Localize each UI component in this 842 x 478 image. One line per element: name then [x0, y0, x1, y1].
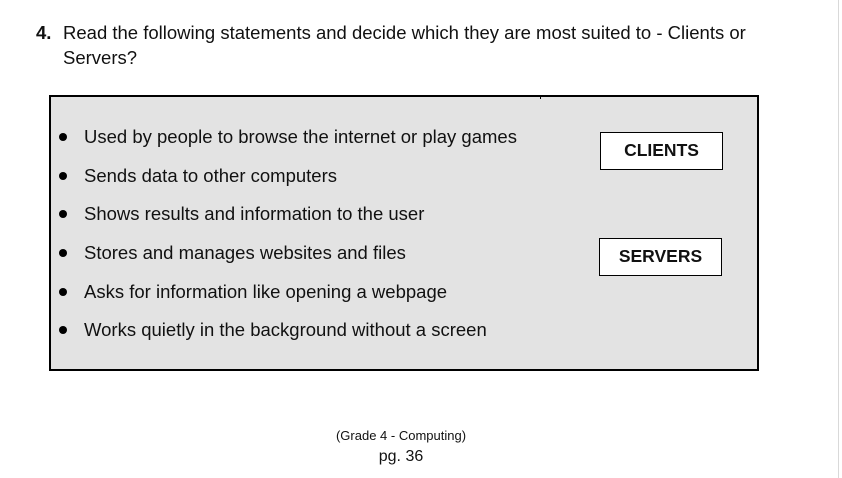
box-edge-tick — [540, 95, 541, 99]
statement-text: Works quietly in the background without … — [84, 319, 487, 340]
statement-text: Shows results and information to the use… — [84, 203, 425, 224]
page-edge-line — [838, 0, 839, 478]
question-number: 4. — [36, 22, 52, 43]
question-text: Read the following statements and decide… — [63, 22, 746, 68]
statements-box: Used by people to browse the internet or… — [49, 95, 759, 371]
bullet-icon — [59, 288, 67, 296]
statement-item: Works quietly in the background without … — [51, 317, 571, 343]
bullet-icon — [59, 326, 67, 334]
statement-item: Stores and manages websites and files — [51, 240, 571, 266]
statement-text: Used by people to browse the internet or… — [84, 126, 517, 147]
bullet-icon — [59, 133, 67, 141]
statement-item: Sends data to other computers — [51, 163, 571, 189]
clients-label-box: CLIENTS — [600, 132, 723, 170]
bullet-icon — [59, 210, 67, 218]
footer-page-number: pg. 36 — [378, 448, 424, 465]
servers-label-box: SERVERS — [599, 238, 722, 276]
footer-course: (Grade 4 - Computing) — [335, 428, 467, 443]
statement-text: Sends data to other computers — [84, 165, 337, 186]
statement-item: Asks for information like opening a webp… — [51, 279, 571, 305]
statement-item: Used by people to browse the internet or… — [51, 124, 571, 150]
statement-text: Asks for information like opening a webp… — [84, 281, 448, 302]
statement-item: Shows results and information to the use… — [51, 201, 571, 227]
bullet-icon — [59, 172, 67, 180]
bullet-icon — [59, 249, 67, 257]
statement-text: Stores and manages websites and files — [84, 242, 406, 263]
